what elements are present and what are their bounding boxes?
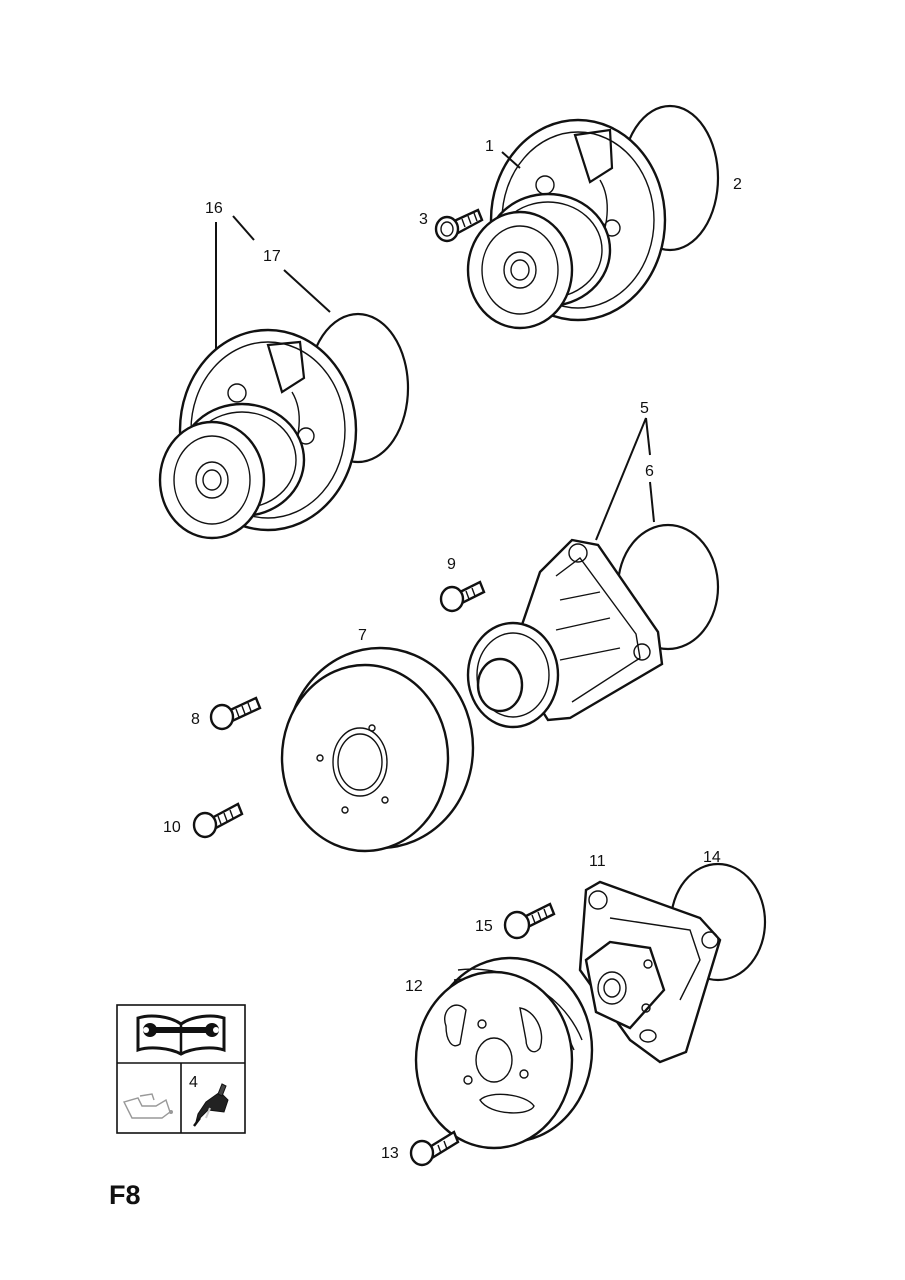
callout-17: 17 — [263, 248, 281, 265]
sealant-tube-icon — [193, 1083, 229, 1127]
pulley-12 — [414, 956, 594, 1150]
repair-manual-icon — [136, 1014, 226, 1056]
callout-12: 12 — [405, 978, 423, 995]
callout-8: 8 — [191, 711, 200, 728]
callout-14: 14 — [703, 849, 721, 866]
callout-7: 7 — [358, 627, 367, 644]
callout-2: 2 — [733, 176, 742, 193]
callout-15: 15 — [475, 918, 493, 935]
bolt-9 — [439, 580, 486, 613]
callout-16: 16 — [205, 200, 223, 217]
tool-number-4: 4 — [189, 1074, 198, 1091]
water-pump-1 — [466, 104, 720, 330]
callout-labels: 1 2 3 5 6 7 8 9 10 11 12 13 14 15 16 17 — [163, 138, 742, 1162]
callout-3: 3 — [419, 211, 428, 228]
callout-6: 6 — [645, 463, 654, 480]
bolt-13 — [409, 1130, 460, 1167]
callout-11: 11 — [589, 853, 606, 870]
bolt-3 — [434, 208, 484, 243]
bolt-15 — [503, 902, 556, 940]
water-pump-5 — [466, 523, 720, 729]
callout-9: 9 — [447, 556, 456, 573]
legend-box: 4 — [116, 1004, 246, 1134]
callout-10: 10 — [163, 819, 181, 836]
bolt-8 — [209, 696, 262, 731]
bolt-10 — [192, 802, 244, 839]
water-pump-16 — [158, 312, 410, 540]
callout-5: 5 — [640, 400, 649, 417]
engine-oil-icon — [122, 1093, 173, 1119]
callout-1: 1 — [485, 138, 494, 155]
water-pump-11 — [578, 862, 767, 1064]
pulley-7 — [280, 646, 475, 853]
page-code: F8 — [109, 1180, 141, 1210]
leader-lines — [215, 151, 655, 541]
callout-13: 13 — [381, 1145, 399, 1162]
